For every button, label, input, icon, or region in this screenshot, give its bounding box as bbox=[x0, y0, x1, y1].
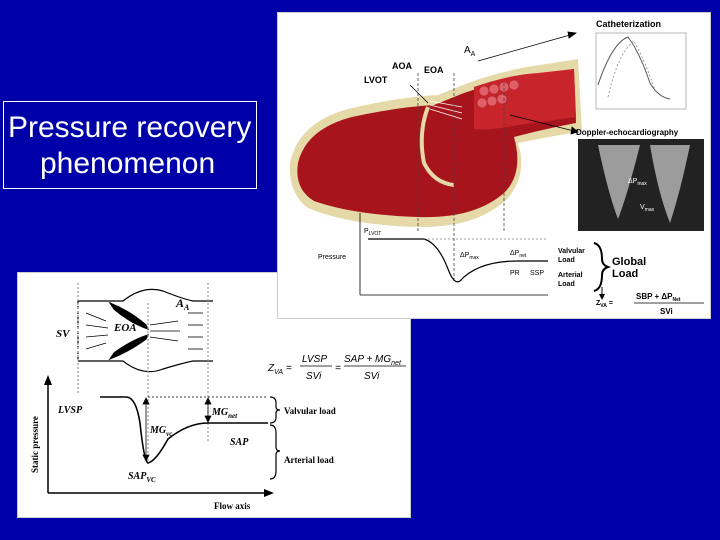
svg-text:Load: Load bbox=[612, 268, 638, 280]
svg-text:Doppler-echocardiography: Doppler-echocardiography bbox=[576, 128, 679, 137]
heart-illustration-figure: AA AOA EOA LVOT Catheterization Doppler-… bbox=[277, 12, 711, 319]
gradient-arrows bbox=[142, 396, 268, 462]
aa-label: AA bbox=[464, 45, 476, 58]
svg-text:Load: Load bbox=[558, 257, 575, 264]
svg-text:Vmax: Vmax bbox=[640, 204, 655, 213]
svg-text:PR: PR bbox=[510, 270, 520, 277]
svg-text:Global: Global bbox=[612, 256, 646, 268]
lvot-label: LVOT bbox=[364, 75, 388, 85]
catheterization-inset: Catheterization bbox=[595, 19, 687, 110]
zva-equation: ZVA = LVSP SVi = SAP + MGnet SVi bbox=[267, 354, 406, 382]
title-line-2: phenomenon bbox=[40, 147, 216, 180]
svg-text:Load: Load bbox=[558, 281, 575, 288]
pointer-arrows bbox=[409, 31, 579, 135]
svg-text:Valvular: Valvular bbox=[558, 248, 585, 255]
sap-vc-label: SAPVC bbox=[128, 471, 156, 484]
svg-text:ΔPmax: ΔPmax bbox=[628, 178, 647, 187]
heart-svg: AA AOA EOA LVOT Catheterization Doppler-… bbox=[289, 19, 704, 316]
svg-text:Arterial: Arterial bbox=[558, 272, 583, 279]
svg-text:Pressure: Pressure bbox=[318, 254, 346, 261]
svg-text:SAP + MGnet: SAP + MGnet bbox=[344, 354, 402, 367]
mg-vc-label: MGvc bbox=[149, 425, 172, 438]
y-axis-label: Static pressure bbox=[30, 416, 40, 473]
svg-text:ZVA =: ZVA = bbox=[596, 300, 613, 309]
svg-text:ΔPnet: ΔPnet bbox=[510, 250, 527, 259]
valvular-brace bbox=[269, 396, 281, 424]
svg-text:LVSP: LVSP bbox=[302, 354, 327, 365]
sv-label: SV bbox=[56, 328, 71, 340]
arterial-load-label: Arterial load bbox=[284, 455, 334, 465]
svg-text:SVi: SVi bbox=[306, 371, 322, 382]
guide-lines bbox=[417, 73, 505, 283]
svg-text:SVi: SVi bbox=[364, 371, 380, 382]
aa-label: AA bbox=[175, 296, 190, 312]
pressure-curve bbox=[100, 396, 268, 464]
svg-text:SBP + ΔPNet: SBP + ΔPNet bbox=[636, 292, 681, 303]
slide-title: Pressure recovery phenomenon bbox=[8, 110, 278, 182]
sap-label: SAP bbox=[230, 437, 249, 448]
title-box bbox=[3, 101, 257, 189]
mg-net-label: MGnet bbox=[211, 407, 238, 420]
svg-text:ZVA =: ZVA = bbox=[267, 363, 292, 376]
doppler-inset: Doppler-echocardiography ΔPmax Vmax bbox=[576, 128, 704, 231]
pressure-profile: PLVOT Pressure ΔPmax ΔPnet PR SSP Valvul… bbox=[318, 213, 704, 316]
schematic-svg: SV EOA AA ZVA = LVSP SVi = SAP + MGnet S… bbox=[30, 283, 406, 511]
svg-text:=: = bbox=[335, 363, 341, 374]
valvular-load-label: Valvular load bbox=[284, 406, 336, 416]
svg-text:PLVOT: PLVOT bbox=[364, 228, 381, 237]
x-axis-label: Flow axis bbox=[214, 501, 251, 511]
title-line-1: Pressure recovery bbox=[8, 111, 252, 144]
svg-text:SSP: SSP bbox=[530, 270, 544, 277]
arterial-brace bbox=[269, 424, 281, 480]
eoa-label: EOA bbox=[113, 322, 137, 334]
pressure-axes bbox=[44, 375, 274, 497]
svg-text:SVi: SVi bbox=[660, 307, 673, 316]
lvsp-label: LVSP bbox=[57, 405, 83, 416]
svg-text:Catheterization: Catheterization bbox=[596, 19, 661, 29]
aoa-label: AOA bbox=[392, 61, 413, 71]
svg-text:ΔPmax: ΔPmax bbox=[460, 252, 479, 261]
heart-drawing bbox=[289, 59, 582, 228]
eoa-label: EOA bbox=[424, 65, 444, 75]
valve-drawing bbox=[77, 283, 213, 463]
